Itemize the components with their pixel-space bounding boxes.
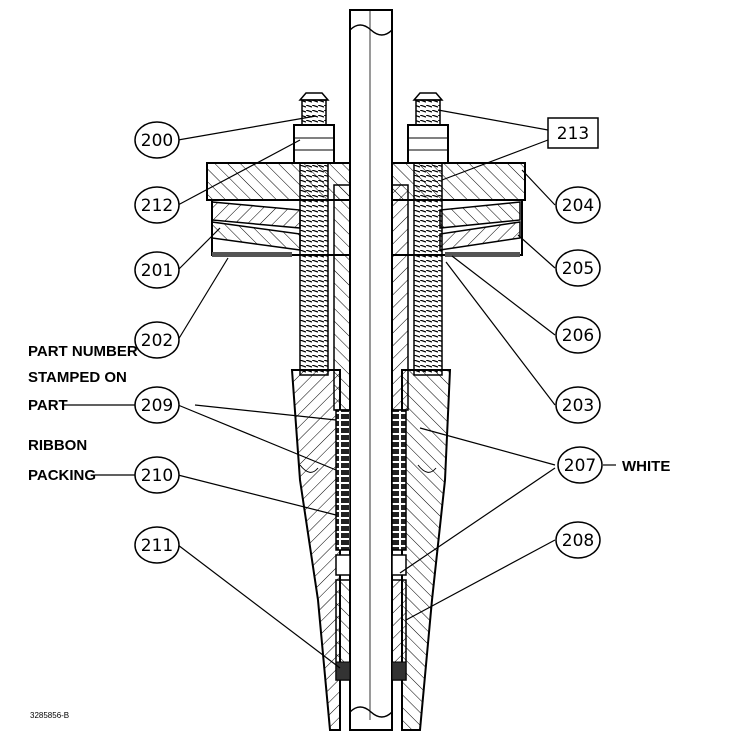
svg-text:209: 209	[141, 396, 173, 416]
callout-205: 205	[555, 249, 601, 287]
note-part-number-line1: PART NUMBER	[28, 343, 138, 360]
callout-204: 204	[555, 186, 601, 224]
note-part-number-line2: STAMPED ON	[28, 369, 127, 386]
svg-text:202: 202	[141, 331, 173, 351]
callout-213: 213	[547, 117, 599, 149]
callout-208: 208	[555, 521, 601, 559]
note-part-number-line3: PART	[28, 397, 68, 414]
callout-202: 202	[134, 321, 180, 359]
callout-203: 203	[555, 386, 601, 424]
svg-text:212: 212	[141, 196, 173, 216]
svg-text:213: 213	[557, 124, 589, 144]
callouts: 200 212 201 202 209 210 211 213 204 205 …	[134, 117, 603, 564]
svg-text:204: 204	[562, 196, 594, 216]
studs	[293, 92, 449, 376]
svg-text:205: 205	[562, 259, 594, 279]
callout-209: 209	[134, 386, 180, 424]
valve-stem	[349, 9, 393, 731]
bonnet-body	[290, 369, 452, 731]
svg-text:206: 206	[562, 326, 594, 346]
svg-text:210: 210	[141, 466, 173, 486]
svg-text:207: 207	[564, 456, 596, 476]
callout-210: 210	[134, 456, 180, 494]
note-ribbon-line1: RIBBON	[28, 437, 87, 454]
callout-211: 211	[134, 526, 180, 564]
callout-212: 212	[134, 186, 180, 224]
svg-text:211: 211	[141, 536, 173, 556]
svg-text:201: 201	[141, 261, 173, 281]
drawing-code: 3285856-B	[30, 711, 69, 720]
note-ribbon-line2: PACKING	[28, 467, 96, 484]
callout-201: 201	[134, 251, 180, 289]
svg-text:208: 208	[562, 531, 594, 551]
svg-text:200: 200	[141, 131, 173, 151]
callout-206: 206	[555, 316, 601, 354]
note-white: WHITE	[622, 458, 670, 475]
callout-200: 200	[134, 121, 180, 159]
svg-text:203: 203	[562, 396, 594, 416]
leader-lines	[62, 109, 616, 669]
packing-stack	[335, 409, 407, 681]
gland-follower	[333, 184, 409, 411]
callout-207: 207	[557, 446, 603, 484]
